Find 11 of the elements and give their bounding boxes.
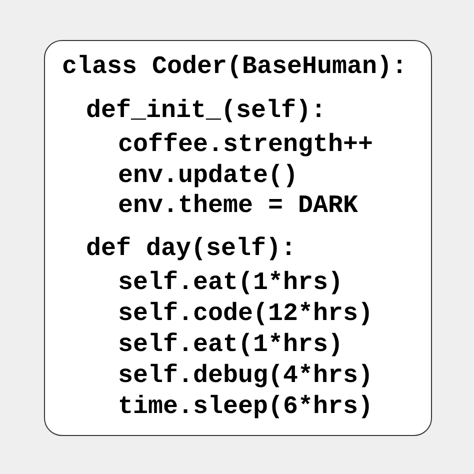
code-line: coffee.strength++ — [118, 130, 374, 160]
code-line: env.update() — [118, 161, 298, 191]
code-line: env.theme = DARK — [118, 191, 358, 221]
code-line: self.eat(1*hrs) — [118, 330, 344, 360]
code-line: class Coder(BaseHuman): — [62, 52, 408, 82]
code-line: self.debug(4*hrs) — [118, 361, 374, 391]
code-line: self.eat(1*hrs) — [118, 268, 344, 298]
code-line: self.code(12*hrs) — [118, 299, 374, 329]
code-line: def day(self): — [86, 234, 296, 264]
code-line: time.sleep(6*hrs) — [118, 392, 374, 422]
code-line: def_init_(self): — [86, 96, 326, 126]
